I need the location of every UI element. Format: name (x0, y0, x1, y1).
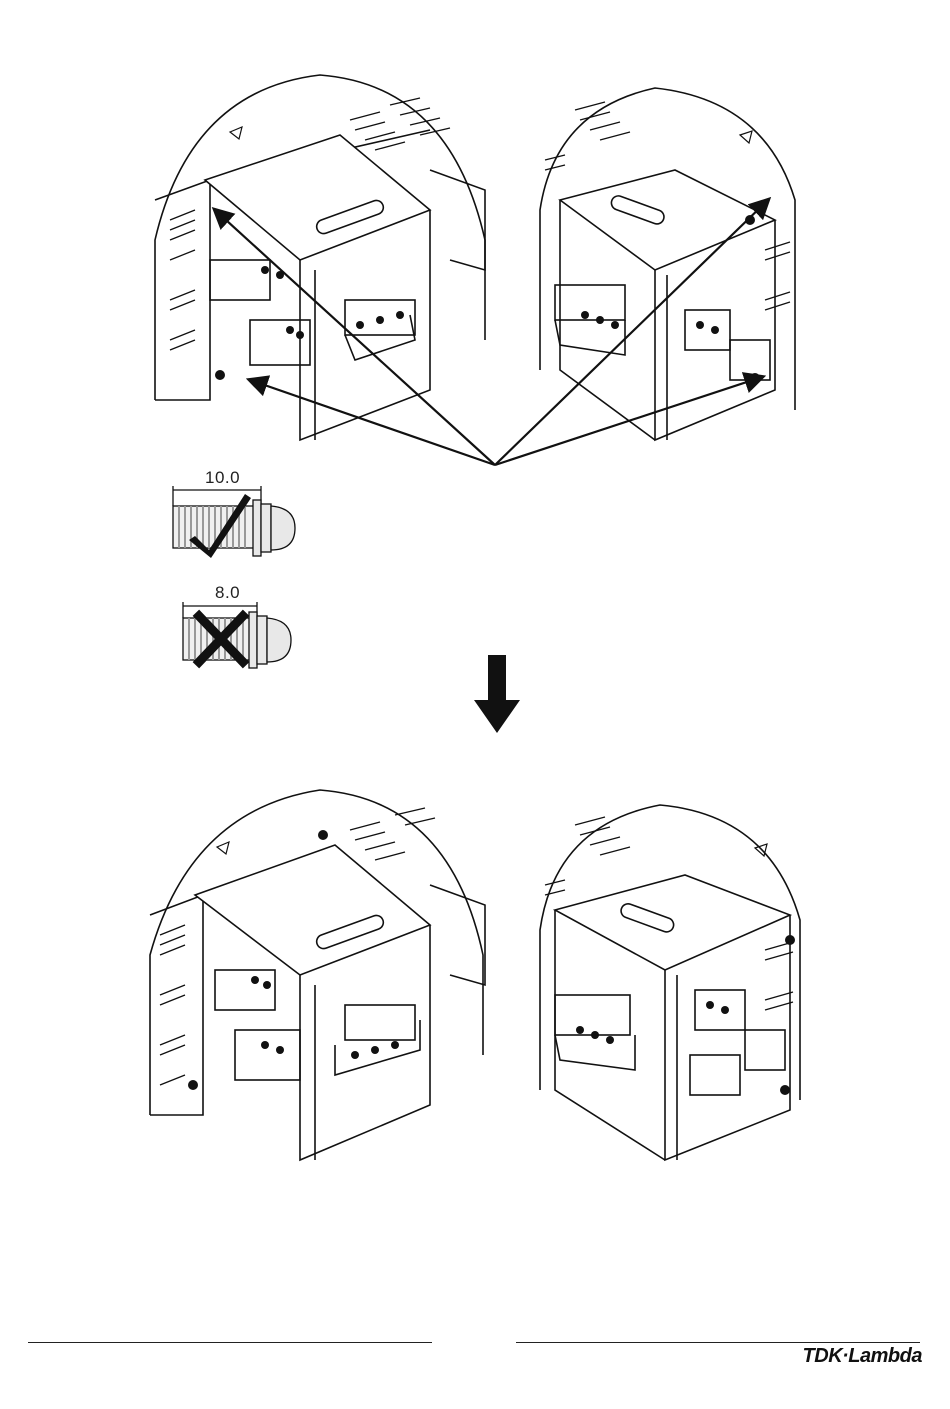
footer-rule-right (516, 1342, 920, 1343)
footer-rule-left (28, 1342, 432, 1343)
callout-arrows (0, 0, 950, 480)
illustration-bottom-left (145, 785, 490, 1165)
illustration-bottom-right (535, 790, 810, 1170)
screw-ok-diagram (165, 484, 300, 559)
brand-logo: TDK·Lambda (803, 1345, 922, 1368)
screw-bad-diagram (175, 600, 300, 672)
down-arrow-icon (472, 655, 522, 735)
